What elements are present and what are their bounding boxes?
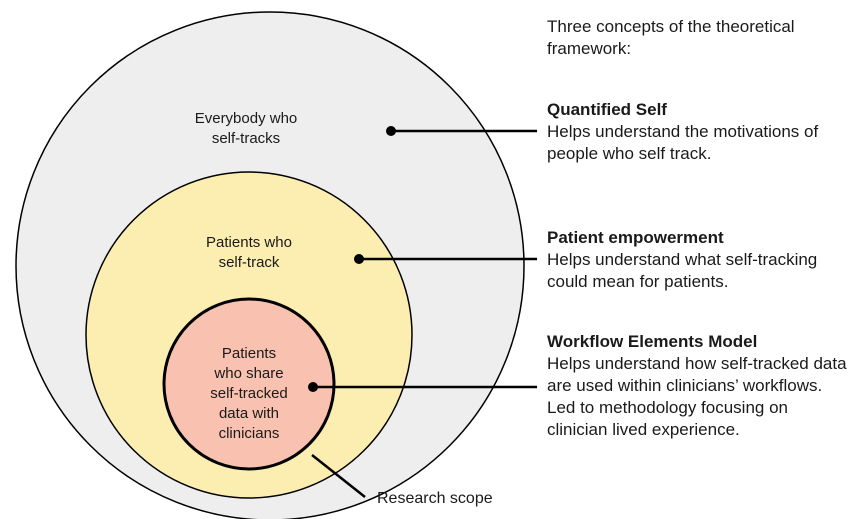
concept-desc-workflow-elements-model-line3: Led to methodology focusing on bbox=[547, 398, 789, 417]
research-scope-pointer bbox=[311, 454, 366, 498]
intro-line-1: Three concepts of the theoretical bbox=[547, 17, 795, 36]
middle-circle-label-line1: Patients who bbox=[206, 234, 292, 251]
intro-line-2: framework: bbox=[547, 39, 632, 58]
inner-circle-label-line2: who share bbox=[213, 365, 283, 382]
concept-desc-workflow-elements-model-line2: are used within clinicians’ workflows. bbox=[547, 376, 823, 395]
concept-title-quantified-self: Quantified Self bbox=[547, 100, 667, 119]
connector-dot-patient-empowerment bbox=[354, 254, 364, 264]
middle-circle-label-line2: self-track bbox=[219, 254, 280, 271]
inner-circle-label-line5: clinicians bbox=[219, 425, 280, 442]
concept-desc-workflow-elements-model-line4: clinician lived experience. bbox=[547, 420, 740, 439]
inner-circle-label-line4: data with bbox=[219, 405, 279, 422]
connector-dot-workflow-elements-model bbox=[308, 382, 318, 392]
concept-title-workflow-elements-model: Workflow Elements Model bbox=[547, 332, 758, 351]
concept-desc-quantified-self-line1: Helps understand the motivations of bbox=[547, 122, 819, 141]
outer-circle-label-line1: Everybody who bbox=[195, 110, 298, 127]
concept-desc-patient-empowerment-line1: Helps understand what self-tracking bbox=[547, 250, 818, 269]
concept-desc-workflow-elements-model-line1: Helps understand how self-tracked data bbox=[547, 354, 847, 373]
concept-desc-quantified-self-line2: people who self track. bbox=[547, 144, 712, 163]
inner-circle bbox=[162, 297, 336, 471]
research-scope-label: Research scope bbox=[377, 490, 493, 507]
outer-circle-label-line2: self-tracks bbox=[212, 130, 280, 147]
concept-desc-patient-empowerment-line2: could mean for patients. bbox=[547, 272, 729, 291]
inner-circle-label-line3: self-tracked bbox=[210, 385, 288, 402]
concept-title-patient-empowerment: Patient empowerment bbox=[547, 228, 724, 247]
inner-circle-label-line1: Patients bbox=[222, 345, 276, 362]
connector-dot-quantified-self bbox=[386, 126, 396, 136]
